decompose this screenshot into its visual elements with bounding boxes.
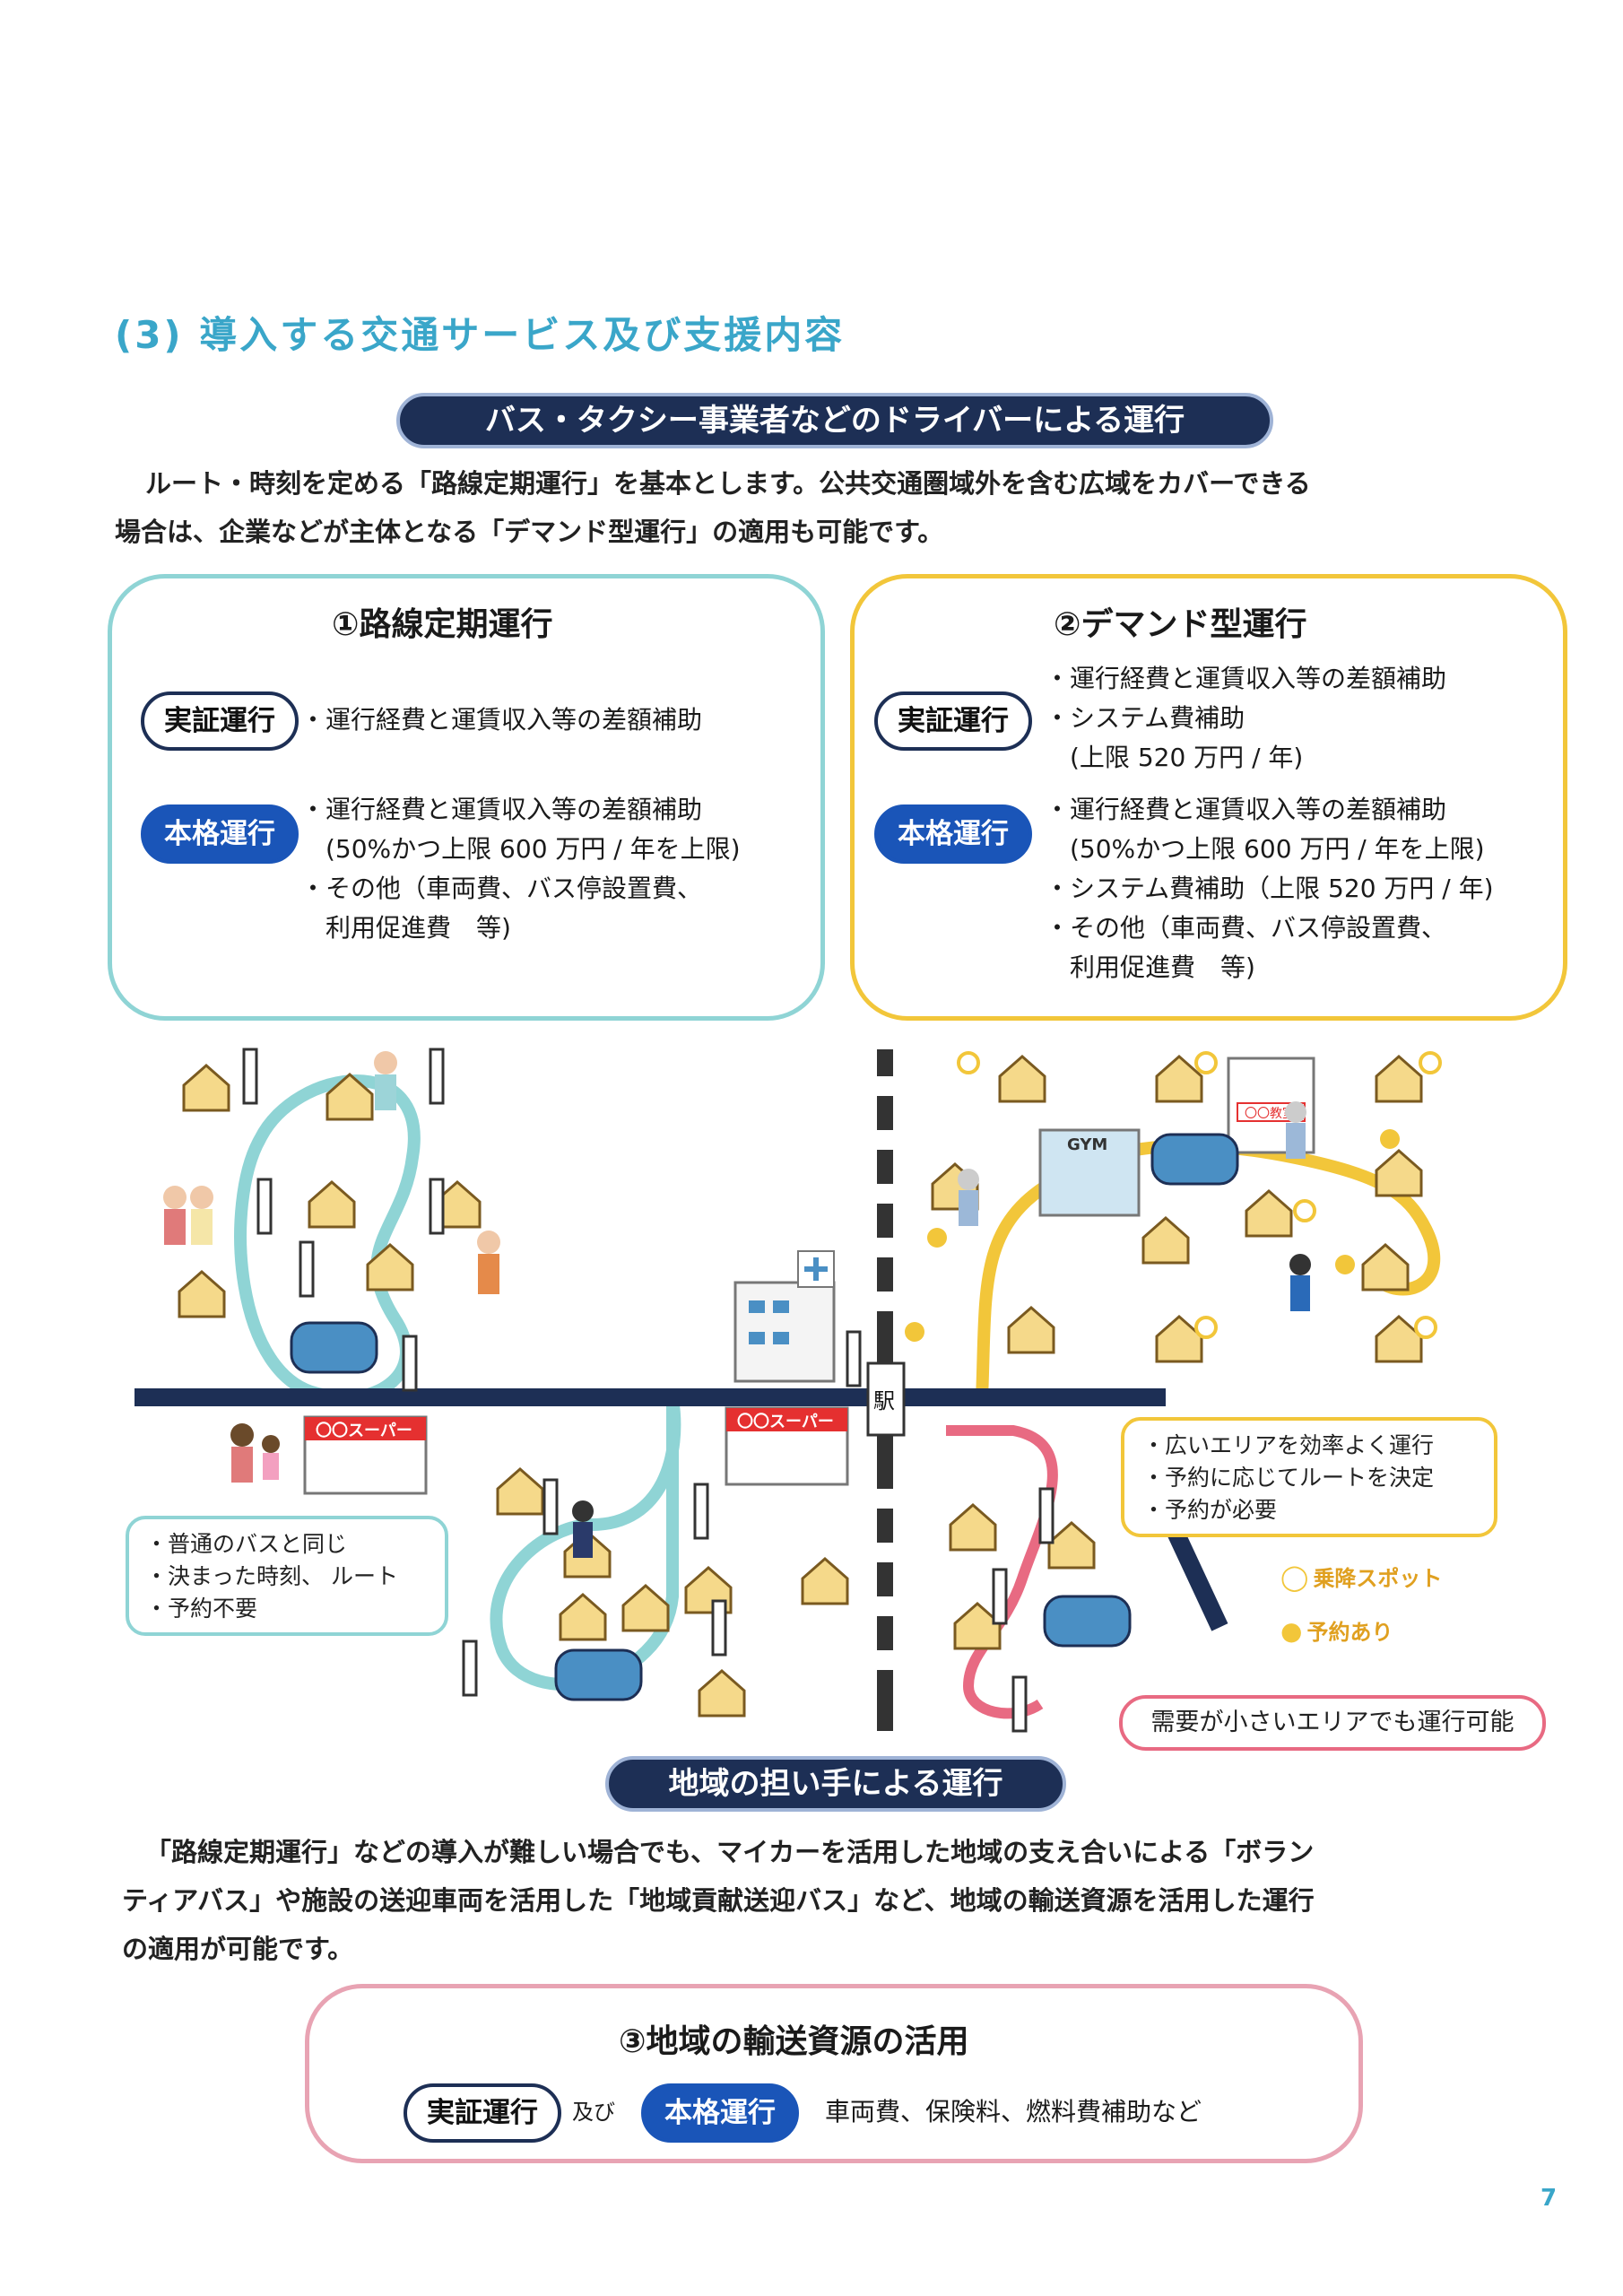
trial-item: ・運行経費と運賃収入等の差額補助 [300,705,703,735]
intro-paragraph-2b: ティアバス」や施設の送迎車両を活用した「地域貢献送迎バス」など、地域の輸送資源を… [122,1876,1315,1973]
legend-reserved: ● 予約あり [1280,1614,1393,1646]
bus-icon [290,1133,1239,1701]
intro-line: の適用が可能です。 [122,1934,354,1964]
intro-line: 「路線定期運行」などの導入が難しい場合でも、マイカーを活用した地域の支え合いによ… [145,1837,1315,1867]
full-item: (50%かつ上限 600 万円 / 年を上限) [1045,834,1485,864]
connector-text: 及び [572,2100,615,2125]
badge-trial: 実証運行 [141,691,299,751]
panel-title: ②デマンド型運行 [1054,606,1307,643]
note-demand-operation: ・広いエリアを効率よく運行 ・予約に応じてルートを決定 ・予約が必要 [1121,1417,1497,1537]
badge-full: 本格運行 [874,804,1032,864]
note-line: ・予約が必要 [1142,1497,1278,1523]
panel3-text: 車両費、保険料、燃料費補助など [825,2097,1202,2126]
note-small-area: 需要が小さいエリアでも運行可能 [1119,1695,1546,1751]
badge-trial: 実証運行 [874,691,1032,751]
intro-paragraph-1: ルート・時刻を定める「路線定期運行」を基本とします。公共交通圏域外を含む広域をカ… [145,459,1311,508]
house-icons-demand [931,1055,1423,1363]
panel-title: ①路線定期運行 [332,606,553,643]
station-building [866,1361,906,1437]
header-local-operation: 地域の担い手による運行 [605,1756,1066,1812]
intro-line: ルート・時刻を定める「路線定期運行」を基本とします。公共交通圏域外を含む広域をカ… [145,468,1311,499]
full-item: 利用促進費 等) [300,913,511,943]
note-line: ・予約不要 [145,1596,258,1622]
full-item: (50%かつ上限 600 万円 / 年を上限) [300,834,741,864]
hospital-icon [733,1250,836,1383]
supermarket-icon-right: 〇〇スーパー [725,1406,849,1486]
legend-spot: ◯ 乗降スポット [1280,1561,1442,1592]
full-items: ・運行経費と運賃収入等の差額補助 (50%かつ上限 600 万円 / 年を上限)… [300,790,741,948]
note-line: ・予約に応じてルートを決定 [1142,1465,1435,1491]
intro-line: 場合は、企業などが主体となる「デマンド型運行」の適用も可能です。 [115,517,944,547]
trial-item: ・システム費補助 [1045,703,1245,733]
full-item: ・運行経費と運賃収入等の差額補助 [300,795,703,824]
main-road [135,1388,1166,1406]
legend-spot-label: 乗降スポット [1313,1566,1443,1591]
house-icons [178,1064,1096,1718]
full-items: ・運行経費と運賃収入等の差額補助 (50%かつ上限 600 万円 / 年を上限)… [1045,790,1494,987]
pickup-spot-icon: ◯ [1280,1562,1309,1592]
badge-trial: 実証運行 [404,2083,561,2143]
note-line: ・広いエリアを効率よく運行 [1142,1432,1435,1458]
person-icons [163,1051,1311,1558]
reserved-spot-icons [905,1129,1400,1342]
trial-items: ・運行経費と運賃収入等の差額補助 ・システム費補助 (上限 520 万円 / 年… [1045,659,1446,778]
badge-full: 本格運行 [641,2083,799,2143]
trial-item: (上限 520 万円 / 年) [1045,743,1304,772]
classroom-label: 〇〇教室 [1245,1106,1295,1121]
full-item: ・その他（車両費、バス停設置費、 [300,874,703,903]
bus-stop-icons [242,1048,1055,1733]
panel-demand-operation: ②デマンド型運行 実証運行 ・運行経費と運賃収入等の差額補助 ・システム費補助 … [850,574,1567,1021]
full-item: ・運行経費と運賃収入等の差額補助 [1045,795,1447,824]
intro-line: ティアバス」や施設の送迎車両を活用した「地域貢献送迎バス」など、地域の輸送資源を… [122,1885,1315,1916]
note-line: ・決まった時刻、 ルート [145,1563,398,1589]
full-item: 利用促進費 等) [1045,952,1255,982]
reserved-spot-icon: ● [1280,1616,1303,1646]
intro-paragraph-2: 「路線定期運行」などの導入が難しい場合でも、マイカーを活用した地域の支え合いによ… [145,1828,1314,1876]
panel-local-resources: ③地域の輸送資源の活用 実証運行 及び 本格運行 車両費、保険料、燃料費補助など [305,1984,1363,2163]
full-item: ・その他（車両費、バス停設置費、 [1045,913,1447,943]
header-driver-operation: バス・タクシー事業者などのドライバーによる運行 [396,393,1273,448]
supermarket-label: 〇〇スーパー [316,1422,412,1440]
full-item: ・システム費補助（上限 520 万円 / 年) [1045,874,1494,903]
supermarket-label: 〇〇スーパー [737,1413,834,1431]
note-small-text: 需要が小さいエリアでも運行可能 [1150,1709,1515,1736]
note-route-operation: ・普通のバスと同じ ・決まった時刻、 ルート ・予約不要 [126,1516,448,1636]
section-title: (3) 導入する交通サービス及び支援内容 [115,313,846,357]
panel-route-operation: ①路線定期運行 実証運行 ・運行経費と運賃収入等の差額補助 本格運行 ・運行経費… [108,574,825,1021]
trial-item: ・運行経費と運賃収入等の差額補助 [1045,664,1447,693]
supermarket-icon-left: 〇〇スーパー [303,1415,428,1495]
gym-label: GYM [1067,1135,1107,1154]
station-label: 駅 [873,1388,895,1413]
panel-title: ③地域の輸送資源の活用 [619,2023,969,2060]
badge-full: 本格運行 [141,804,299,864]
note-line: ・普通のバスと同じ [145,1531,348,1557]
transport-illustration: 駅 〇〇スーパー 〇〇スーパー GYM 〇〇教室 [135,1048,1442,1733]
page-number: 7 [1541,2185,1558,2212]
gym-icon: GYM [1038,1128,1141,1217]
intro-paragraph-1b: 場合は、企業などが主体となる「デマンド型運行」の適用も可能です。 [115,508,943,556]
legend-reserved-label: 予約あり [1306,1620,1393,1645]
branch-road [1166,1526,1228,1631]
pickup-spot-icons [957,1051,1442,1339]
